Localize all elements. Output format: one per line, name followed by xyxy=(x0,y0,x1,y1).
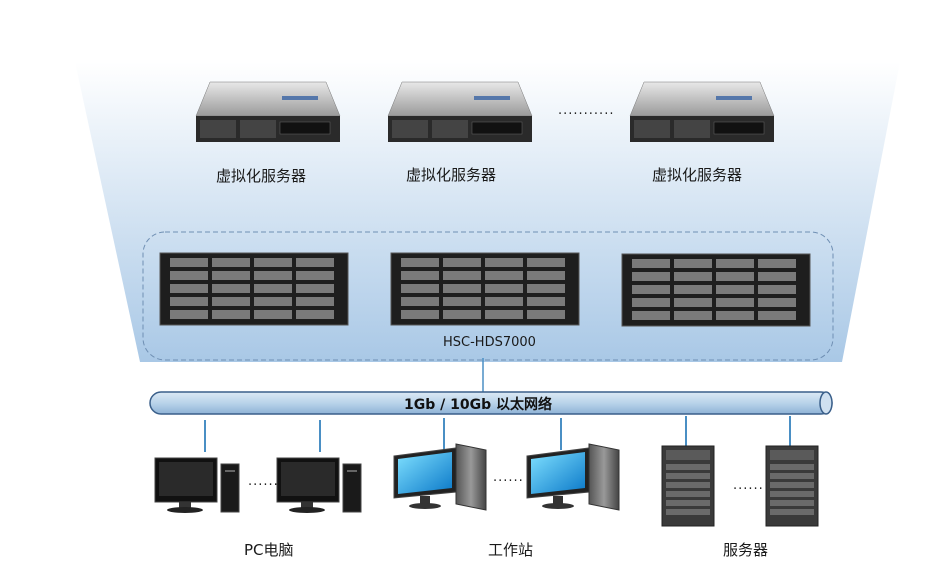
pc-label: PC电脑 xyxy=(244,541,294,559)
tower-server-2 xyxy=(765,445,819,527)
workstation-2 xyxy=(526,443,620,511)
network-bus xyxy=(149,391,833,415)
workstation-label: 工作站 xyxy=(488,541,534,559)
network-label: 1Gb / 10Gb 以太网络 xyxy=(404,397,552,413)
server-ellipsis: ...... xyxy=(733,478,764,493)
virtualization-server-label-2: 虚拟化服务器 xyxy=(406,166,497,184)
storage-array-2 xyxy=(390,252,580,326)
virtualization-server-3 xyxy=(629,81,775,142)
tower-server-1 xyxy=(661,445,715,527)
storage-label: HSC-HDS7000 xyxy=(443,335,536,350)
server-label: 服务器 xyxy=(723,541,769,559)
top-servers-ellipsis: ........... xyxy=(558,103,615,118)
storage-array-3 xyxy=(621,253,811,327)
virtualization-server-1 xyxy=(195,81,341,142)
workstation-ellipsis: ...... xyxy=(493,470,524,485)
storage-array-1 xyxy=(159,252,349,326)
virtualization-server-2 xyxy=(387,81,533,142)
pc-computer-1 xyxy=(154,457,240,513)
pc-ellipsis: ...... xyxy=(248,474,279,489)
workstation-1 xyxy=(393,443,487,511)
storage-group-border xyxy=(142,231,834,361)
virtualization-server-label-3: 虚拟化服务器 xyxy=(652,166,743,184)
virtualization-server-label-1: 虚拟化服务器 xyxy=(216,167,307,185)
pc-computer-2 xyxy=(276,457,362,513)
